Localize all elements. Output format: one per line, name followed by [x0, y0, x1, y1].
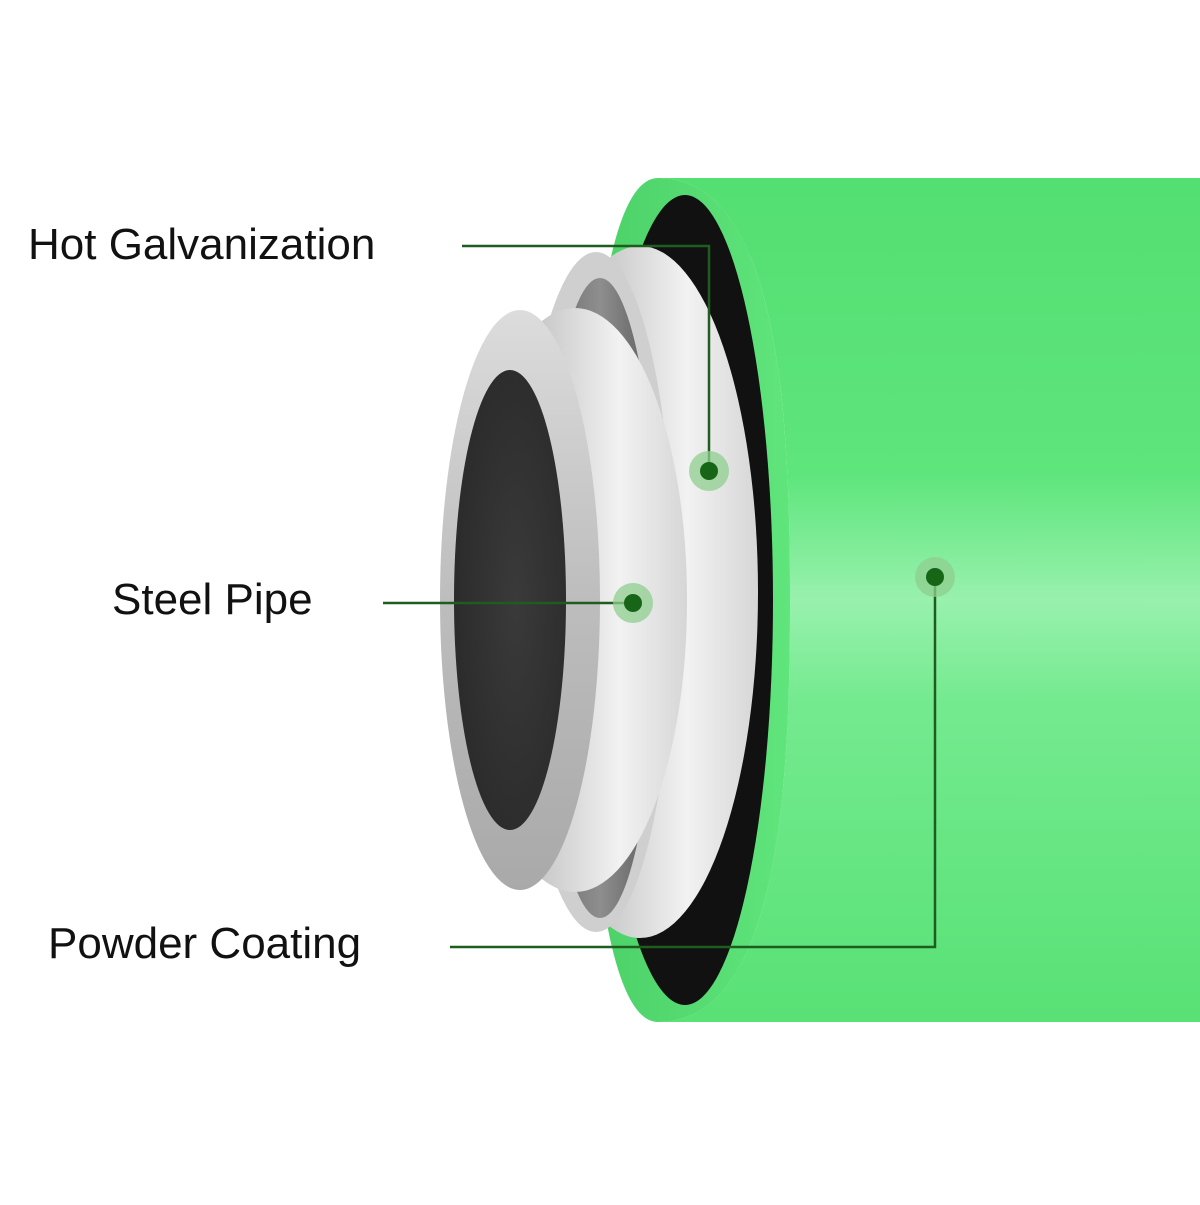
- powder-coating-leader: [450, 577, 937, 949]
- leader-lines: [383, 244, 937, 949]
- hot-galvanization-leader: [462, 244, 711, 470]
- powder-coating-marker: [915, 557, 955, 597]
- steel-pipe-label: Steel Pipe: [112, 575, 313, 624]
- powder-coating-label: Powder Coating: [48, 919, 362, 968]
- steel-pipe-layer: [440, 308, 687, 892]
- steel-pipe-bore: [454, 370, 566, 830]
- coating-body: [658, 178, 1200, 1022]
- hot-galvanization-marker: [689, 451, 729, 491]
- steel-pipe-marker: [613, 583, 653, 623]
- hot-galvanization-label: Hot Galvanization: [28, 220, 376, 269]
